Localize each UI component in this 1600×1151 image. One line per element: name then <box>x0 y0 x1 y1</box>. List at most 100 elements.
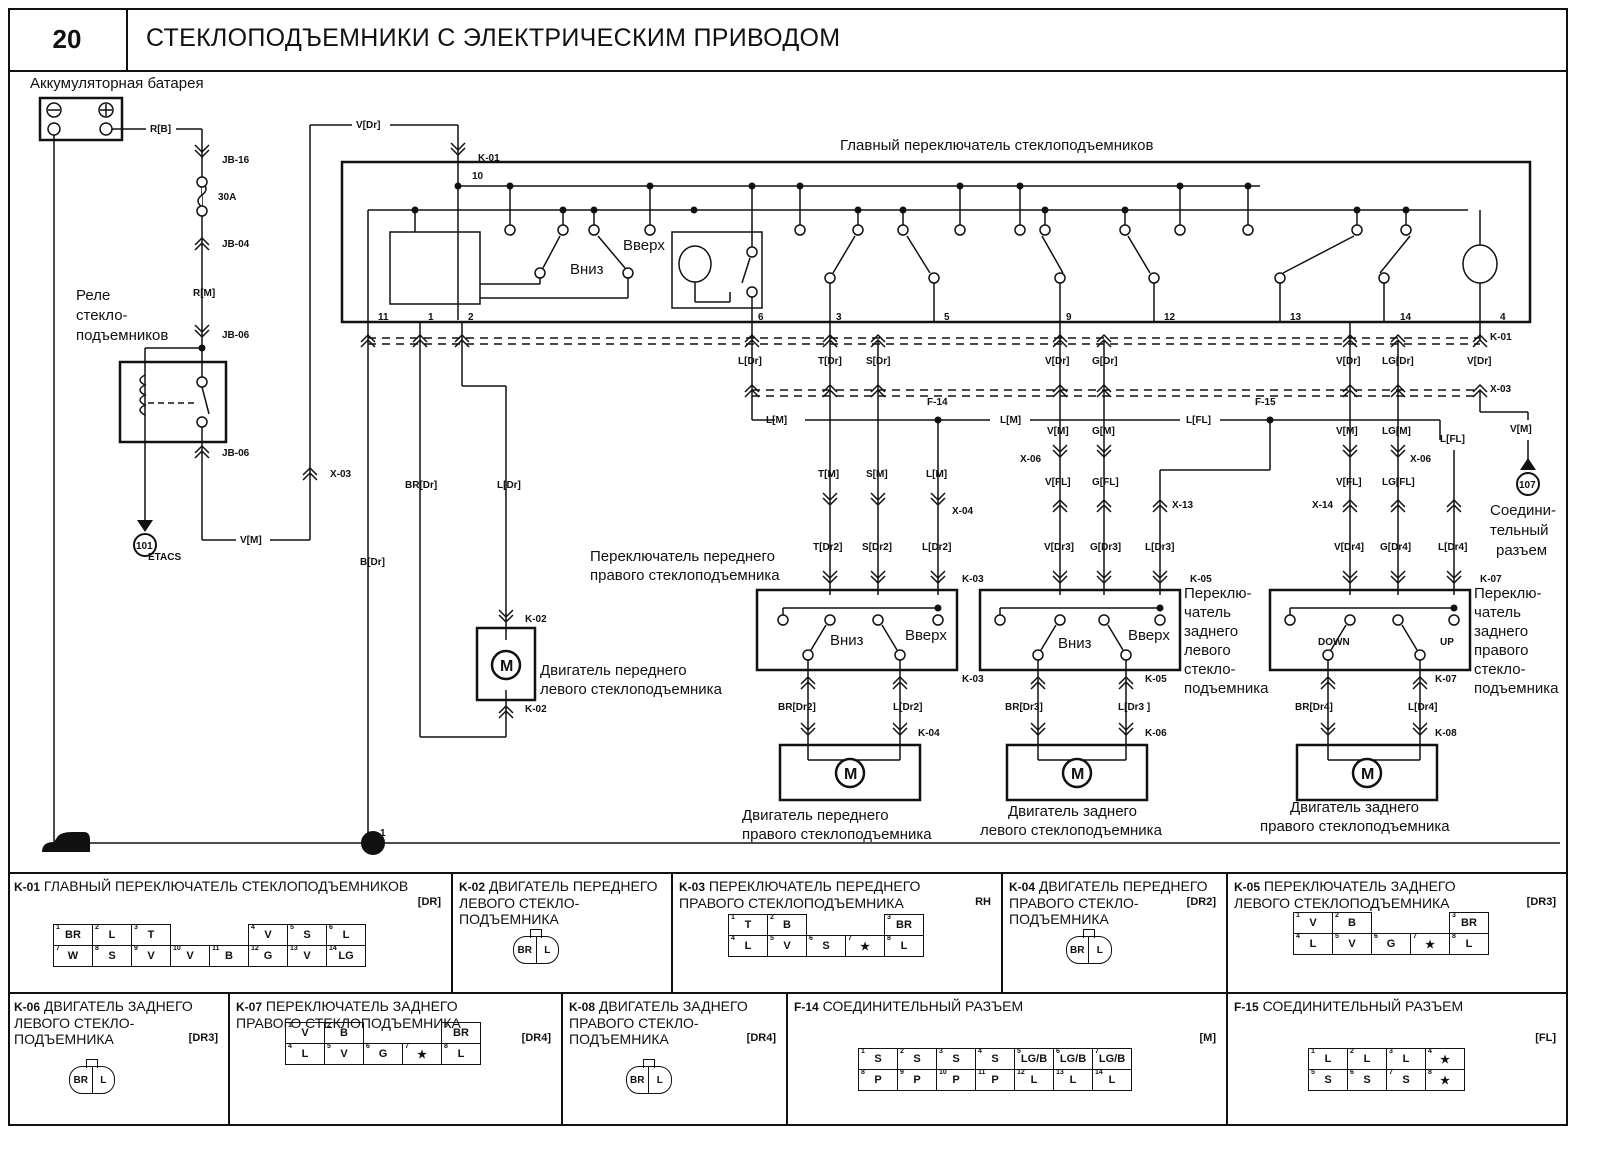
pin-number: 13 <box>290 945 298 952</box>
pin-color: S <box>1324 1074 1332 1086</box>
pin-number: 2 <box>1335 912 1339 919</box>
wire-label: LG[M] <box>1382 426 1411 437</box>
pin-number: 3 <box>939 1048 943 1055</box>
connector-chevron-icon <box>1472 333 1488 348</box>
connector-label: K-05 <box>1145 674 1167 685</box>
connector-code: K-06 <box>14 1000 41 1014</box>
junction-dot <box>748 182 756 190</box>
pin-number: 3 <box>444 1022 448 1029</box>
wire-label: BR[Dr4] <box>1295 702 1333 713</box>
pin-number: 8 <box>95 945 99 952</box>
rr-switch-label: чатель <box>1474 604 1521 621</box>
legend-title: K-04 ДВИГАТЕЛЬ ПЕРЕДНЕГО ПРАВОГО СТЕКЛО-… <box>1009 878 1208 927</box>
wire-label: G[M] <box>1092 426 1115 437</box>
pin-color: ★ <box>1440 1074 1450 1087</box>
connector-chevron-icon <box>1342 444 1358 459</box>
fr-up-label: Вверх <box>905 627 947 644</box>
connector-pin: BR <box>73 1074 88 1086</box>
switch-lever <box>597 235 626 269</box>
pin-color: G <box>1386 938 1396 950</box>
connector-node-label-3: разъем <box>1496 542 1547 559</box>
wire-label: L[Dr4] <box>1438 542 1467 553</box>
connector-pin: L <box>648 1067 671 1093</box>
main-up-label: Вверх <box>623 237 665 254</box>
connector-chevron-icon <box>1096 498 1112 513</box>
connector-chevron-icon <box>870 570 886 585</box>
pin-number: 4 <box>251 924 255 931</box>
connector-label: X-13 <box>1172 500 1194 511</box>
wire-label: S[Dr2] <box>862 542 892 553</box>
legend-k-02: K-02 ДВИГАТЕЛЬ ПЕРЕДНЕГО ЛЕВОГО СТЕКЛО- … <box>453 872 673 992</box>
pin-color: P <box>874 1074 882 1086</box>
connector-chevron-icon <box>870 383 886 398</box>
switch-contact <box>1174 224 1186 236</box>
legend-k-04: K-04 ДВИГАТЕЛЬ ПЕРЕДНЕГО ПРАВОГО СТЕКЛО-… <box>1003 872 1228 992</box>
wire-label: BR[Dr2] <box>778 702 816 713</box>
wire-label: T[M] <box>818 469 839 480</box>
pin-number: 7 <box>405 1043 409 1050</box>
connector-chevron-icon <box>1390 383 1406 398</box>
pin-number: 7 <box>848 935 852 942</box>
wire-label: G[FL] <box>1092 477 1119 488</box>
junction-dot <box>934 416 942 424</box>
rl-switch-label: стекло- <box>1184 661 1236 678</box>
pin-color: LG/B <box>1059 1053 1087 1065</box>
connector-chevron-icon <box>1118 675 1134 690</box>
motor-symbol: M <box>1361 766 1374 783</box>
rr-motor-box <box>1295 743 1439 802</box>
legend-title: K-02 ДВИГАТЕЛЬ ПЕРЕДНЕГО ЛЕВОГО СТЕКЛО- … <box>459 878 658 927</box>
pin-number: 1 <box>731 914 735 921</box>
legend-title: K-08 ДВИГАТЕЛЬ ЗАДНЕГО ПРАВОГО СТЕКЛО- П… <box>569 998 748 1047</box>
pin-color: V <box>264 929 272 941</box>
connector-legend: K-01 ГЛАВНЫЙ ПЕРЕКЛЮЧАТЕЛЬ СТЕКЛОПОДЪЕМН… <box>8 872 1568 1126</box>
pin-number: 4 <box>288 1043 292 1050</box>
connector-chevron-icon <box>1052 333 1068 348</box>
switch-lever <box>1330 624 1347 651</box>
pin-number: 4 <box>731 935 735 942</box>
pin-color: L <box>1402 1053 1410 1065</box>
switch-contact <box>1414 649 1426 661</box>
switch-contact <box>1039 224 1051 236</box>
wire-label: L[Dr4] <box>1408 702 1437 713</box>
arrow-icon <box>137 520 153 532</box>
legend-title: K-03 ПЕРЕКЛЮЧАТЕЛЬ ПЕРЕДНЕГО ПРАВОГО СТЕ… <box>679 878 920 911</box>
pin-color: G <box>378 1048 388 1060</box>
connector-chevron-icon <box>822 383 838 398</box>
pin-number: 2 <box>327 1022 331 1029</box>
pin-number: 11 <box>212 945 220 952</box>
connector-label: K-02 <box>525 704 547 715</box>
connector-chevron-icon <box>744 333 760 348</box>
pin-number: 4 <box>1428 1048 1432 1055</box>
pin-number: 1 <box>1296 912 1300 919</box>
relay-label-3: подъемников <box>76 327 168 344</box>
connector-chevron-icon <box>1320 722 1336 737</box>
connector-chevron-icon <box>1118 722 1134 737</box>
legend-k-03: K-03 ПЕРЕКЛЮЧАТЕЛЬ ПЕРЕДНЕГО ПРАВОГО СТЕ… <box>673 872 1003 992</box>
wire-label: L[Dr3] <box>1145 542 1174 553</box>
pin-color: L <box>900 940 908 952</box>
connector-chevron-icon <box>1446 570 1462 585</box>
main-switch-box <box>340 160 1532 324</box>
pin-color: L <box>1309 938 1317 950</box>
rr-down-label: DOWN <box>1318 637 1350 648</box>
